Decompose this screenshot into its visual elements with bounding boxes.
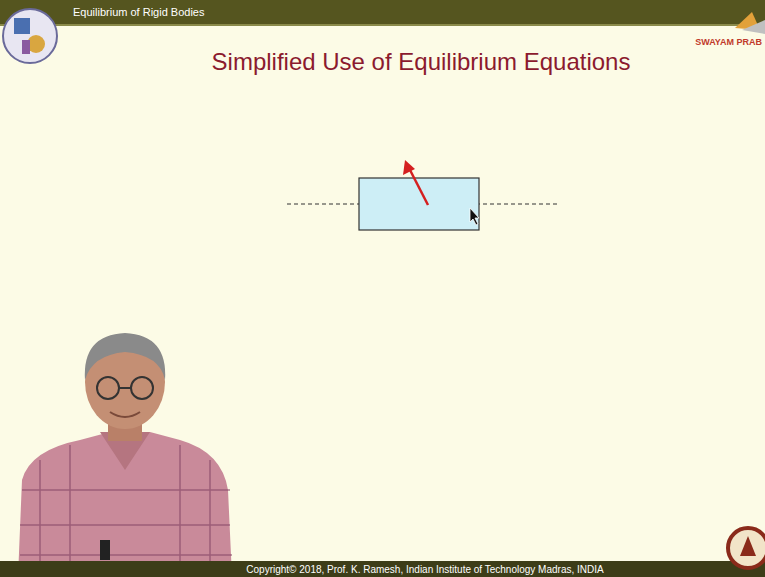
slide-title: Simplified Use of Equilibrium Equations <box>212 48 631 76</box>
mouth <box>110 412 140 417</box>
glasses <box>97 377 119 399</box>
logo-part <box>742 20 765 34</box>
logo-ring <box>728 528 765 568</box>
footer-bar <box>0 561 765 577</box>
iitm-logo <box>728 528 765 568</box>
lecturer-figure <box>18 333 232 577</box>
microphone <box>100 540 110 560</box>
course-name: Equilibrium of Rigid Bodies <box>73 6 204 18</box>
arrow-head <box>403 160 415 175</box>
plaid-shirt <box>18 432 232 577</box>
logo-part <box>740 536 756 556</box>
logo-text: SWAYAM PRAB <box>695 37 762 47</box>
logo-part <box>14 18 30 34</box>
course-logo <box>3 9 57 63</box>
logo-disc <box>3 9 57 63</box>
mouse-cursor <box>470 208 479 225</box>
force-arrow <box>410 170 428 205</box>
glasses <box>131 377 153 399</box>
logo-part <box>22 40 30 54</box>
hair <box>85 333 165 380</box>
header-rule <box>0 24 765 26</box>
swayam-logo <box>735 12 765 34</box>
copyright-note: Copyright© 2018, Prof. K. Ramesh, Indian… <box>246 564 603 575</box>
header-bar <box>0 0 765 24</box>
